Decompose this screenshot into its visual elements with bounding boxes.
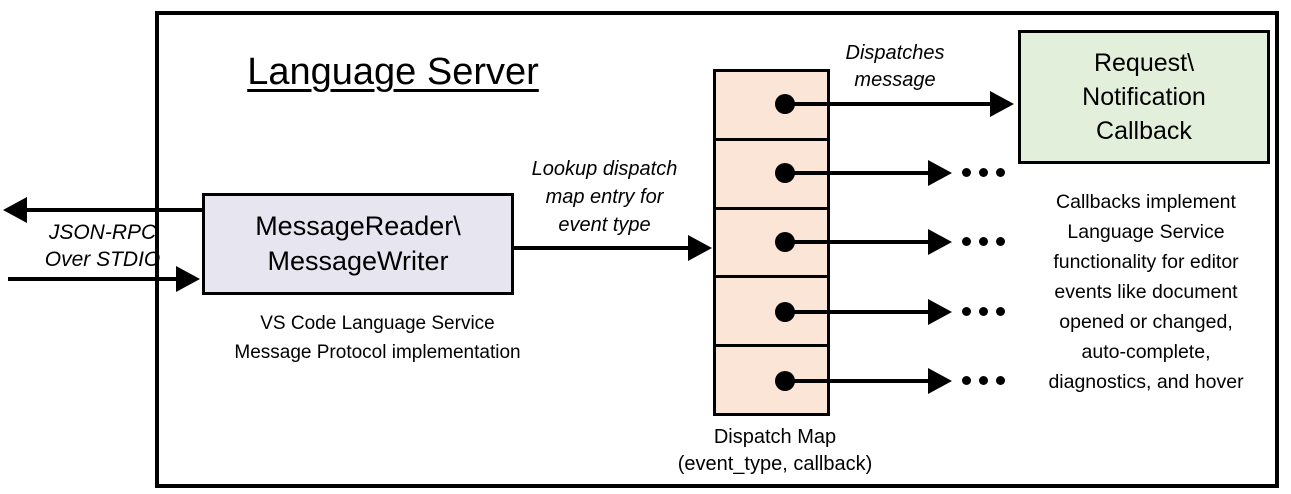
lookup-arrow-line (512, 246, 690, 250)
ellipsis-icon (962, 376, 1005, 385)
json-rpc-stdio-label: JSON-RPC Over STDIO (44, 221, 161, 271)
ellipsis-icon (962, 168, 1005, 177)
dispatch-arrowhead-icon (928, 299, 952, 325)
dispatch-arrow-line-3 (785, 240, 930, 244)
dispatch-map-caption: Dispatch Map (event_type, callback) (677, 426, 873, 475)
message-box-caption: VS Code Language Service Message Protoco… (234, 313, 521, 363)
stdio-out-arrow-line (25, 208, 202, 212)
message-reader-writer-box: MessageReader\ MessageWriter (202, 193, 514, 295)
dispatch-arrowhead-icon (928, 368, 952, 394)
ellipsis-icon (962, 307, 1005, 316)
lookup-dispatch-label: Lookup dispatch map entry for event type (531, 158, 678, 236)
callbacks-note: Callbacks implement Language Service fun… (1048, 191, 1244, 393)
lookup-arrowhead-icon (688, 235, 712, 261)
dispatches-message-label: Dispatches message (845, 42, 945, 91)
message-reader-writer-label: MessageReader\ MessageWriter (255, 211, 461, 276)
dispatch-arrow-line-1 (785, 102, 992, 106)
dispatch-cell (716, 72, 827, 141)
request-notification-callback-box: Request\ Notification Callback (1018, 30, 1270, 164)
dispatch-arrowhead-icon (928, 229, 952, 255)
callback-box-label: Request\ Notification Callback (1082, 49, 1206, 145)
diagram-title: Language Server (247, 51, 539, 93)
dispatch-arrow-line-2 (785, 171, 930, 175)
dispatch-arrow-line-4 (785, 310, 930, 314)
dispatch-cell (716, 140, 827, 210)
stdio-in-arrowhead-icon (176, 266, 200, 292)
dispatch-map (713, 69, 830, 416)
ellipsis-icon (962, 237, 1005, 246)
stdio-out-arrowhead-icon (3, 197, 27, 223)
dispatch-arrowhead-icon (928, 160, 952, 186)
dispatch-arrow-line-5 (785, 379, 930, 383)
dispatch-arrowhead-icon (990, 91, 1014, 117)
stdio-in-arrow-line (8, 277, 176, 281)
language-server-outer-box (155, 11, 1279, 488)
